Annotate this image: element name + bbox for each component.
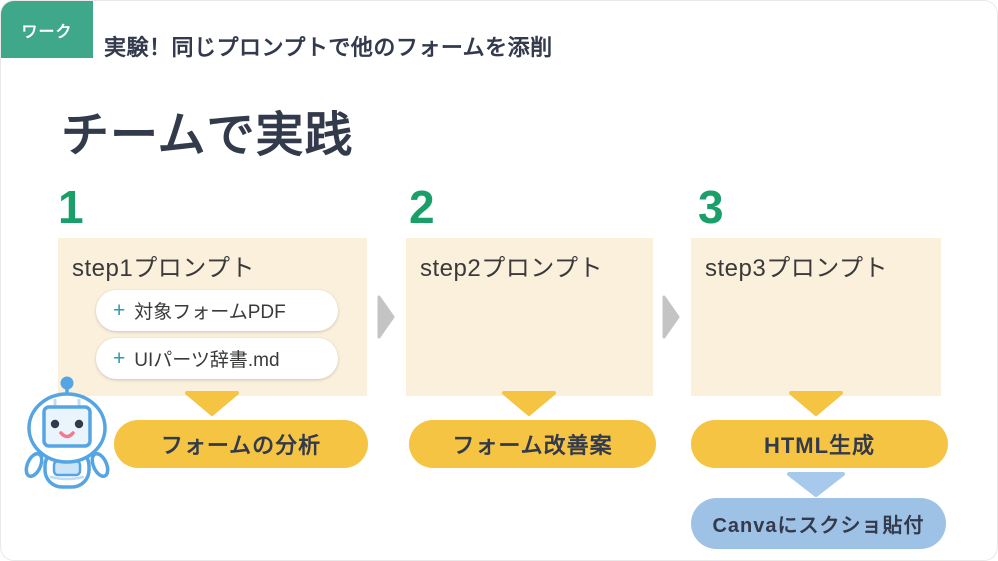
result-pill-html: HTML生成 bbox=[691, 420, 948, 468]
work-badge: ワーク bbox=[1, 1, 93, 58]
robot-mascot-icon bbox=[24, 376, 110, 489]
attachment-pill-pdf: + 対象フォームPDF bbox=[96, 290, 338, 331]
plus-icon: + bbox=[113, 347, 126, 370]
page-title: チームで実践 bbox=[61, 109, 354, 162]
triangle-down-icon bbox=[185, 391, 239, 416]
triangle-down-icon bbox=[789, 391, 843, 416]
result-pill-canva: Canvaにスクショ貼付 bbox=[691, 498, 946, 549]
lesson-subtitle: 実験！同じプロンプトで他のフォームを添削 bbox=[104, 35, 553, 60]
prompt-box-step2: step2プロンプト bbox=[406, 238, 653, 396]
prompt-box-label: step1プロンプト bbox=[72, 255, 255, 282]
step-number-3: 3 bbox=[698, 181, 724, 233]
triangle-down-icon bbox=[502, 391, 556, 416]
prompt-box-label: step3プロンプト bbox=[705, 255, 888, 282]
result-pill-improvement: フォーム改善案 bbox=[409, 420, 656, 468]
attachment-label: 対象フォームPDF bbox=[134, 302, 286, 323]
chevron-right-icon bbox=[377, 295, 395, 339]
attachment-pill-dictionary: + UIパーツ辞書.md bbox=[96, 338, 338, 379]
triangle-down-icon bbox=[787, 472, 845, 497]
attachment-label: UIパーツ辞書.md bbox=[134, 350, 280, 371]
result-pill-analysis: フォームの分析 bbox=[114, 420, 368, 468]
plus-icon: + bbox=[113, 299, 126, 322]
chevron-right-icon bbox=[662, 295, 680, 339]
step-number-1: 1 bbox=[58, 181, 84, 233]
prompt-box-step3: step3プロンプト bbox=[691, 238, 941, 396]
prompt-box-label: step2プロンプト bbox=[420, 255, 603, 282]
step-number-2: 2 bbox=[409, 181, 435, 233]
